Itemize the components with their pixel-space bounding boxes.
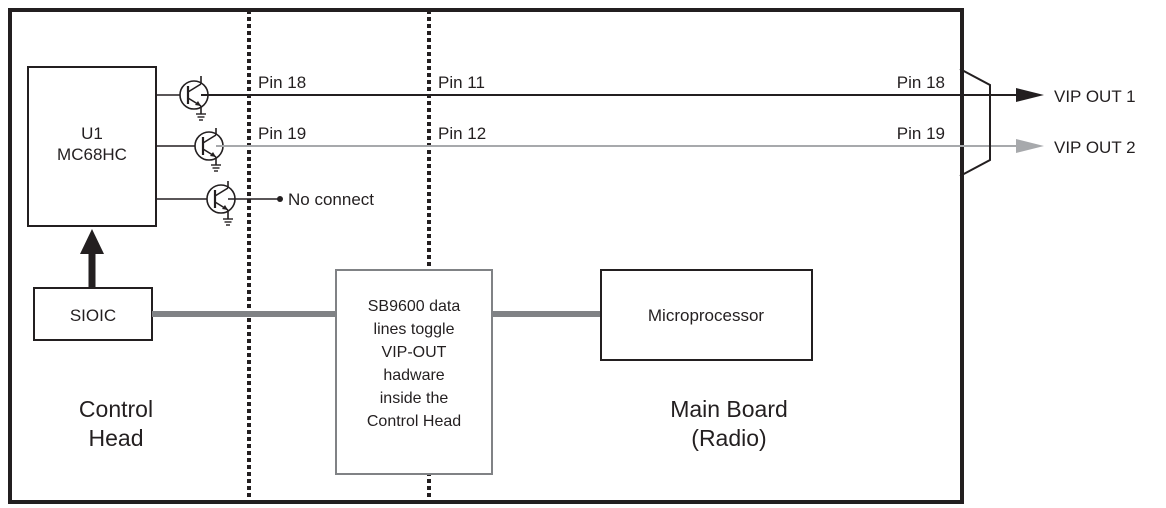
main-board-label-1: Main Board — [670, 396, 788, 422]
pin-label-left-top: Pin 18 — [258, 73, 306, 92]
u1-box — [27, 66, 157, 227]
ground-1-icon — [195, 113, 207, 121]
u1-label: U1 — [81, 124, 103, 143]
vip-out-1-arrowhead — [1016, 88, 1044, 102]
control-head-label-1: Control — [79, 396, 153, 422]
ground-3-icon — [222, 218, 234, 226]
outer-frame — [8, 8, 964, 504]
sb9600-line-3: VIP-OUT — [382, 344, 447, 361]
pin-label-right-top: Pin 18 — [897, 73, 945, 92]
vip-out-2-arrowhead — [1016, 139, 1044, 153]
pin-label-mid-top: Pin 11 — [438, 73, 485, 92]
microprocessor-box — [600, 269, 813, 361]
sioic-label: SIOIC — [70, 306, 116, 325]
vip-out-1-label: VIP OUT 1 — [1054, 87, 1136, 106]
sb9600-line-1: SB9600 data — [368, 298, 461, 315]
main-board-label-2: (Radio) — [691, 425, 766, 451]
sioic-to-u1-arrowhead — [80, 229, 104, 254]
sioic-box — [33, 287, 153, 341]
vip-out-2-label: VIP OUT 2 — [1054, 138, 1136, 157]
no-connect-dot — [277, 196, 283, 202]
pin-label-mid-bottom: Pin 12 — [438, 124, 486, 143]
sb9600-line-6: Control Head — [367, 413, 461, 430]
sb9600-line-5: inside the — [380, 390, 449, 407]
microprocessor-label: Microprocessor — [648, 306, 765, 325]
sb9600-box — [335, 269, 493, 475]
ground-2-icon — [210, 164, 222, 172]
sb9600-line-2: lines toggle — [374, 321, 455, 338]
pin-label-left-bottom: Pin 19 — [258, 124, 306, 143]
no-connect-label: No connect — [288, 190, 374, 209]
pin-label-right-bottom: Pin 19 — [897, 124, 945, 143]
output-connector — [959, 68, 991, 177]
control-head-label-2: Head — [89, 425, 144, 451]
sb9600-line-4: hadware — [383, 367, 444, 384]
u1-part-label: MC68HC — [57, 145, 127, 164]
